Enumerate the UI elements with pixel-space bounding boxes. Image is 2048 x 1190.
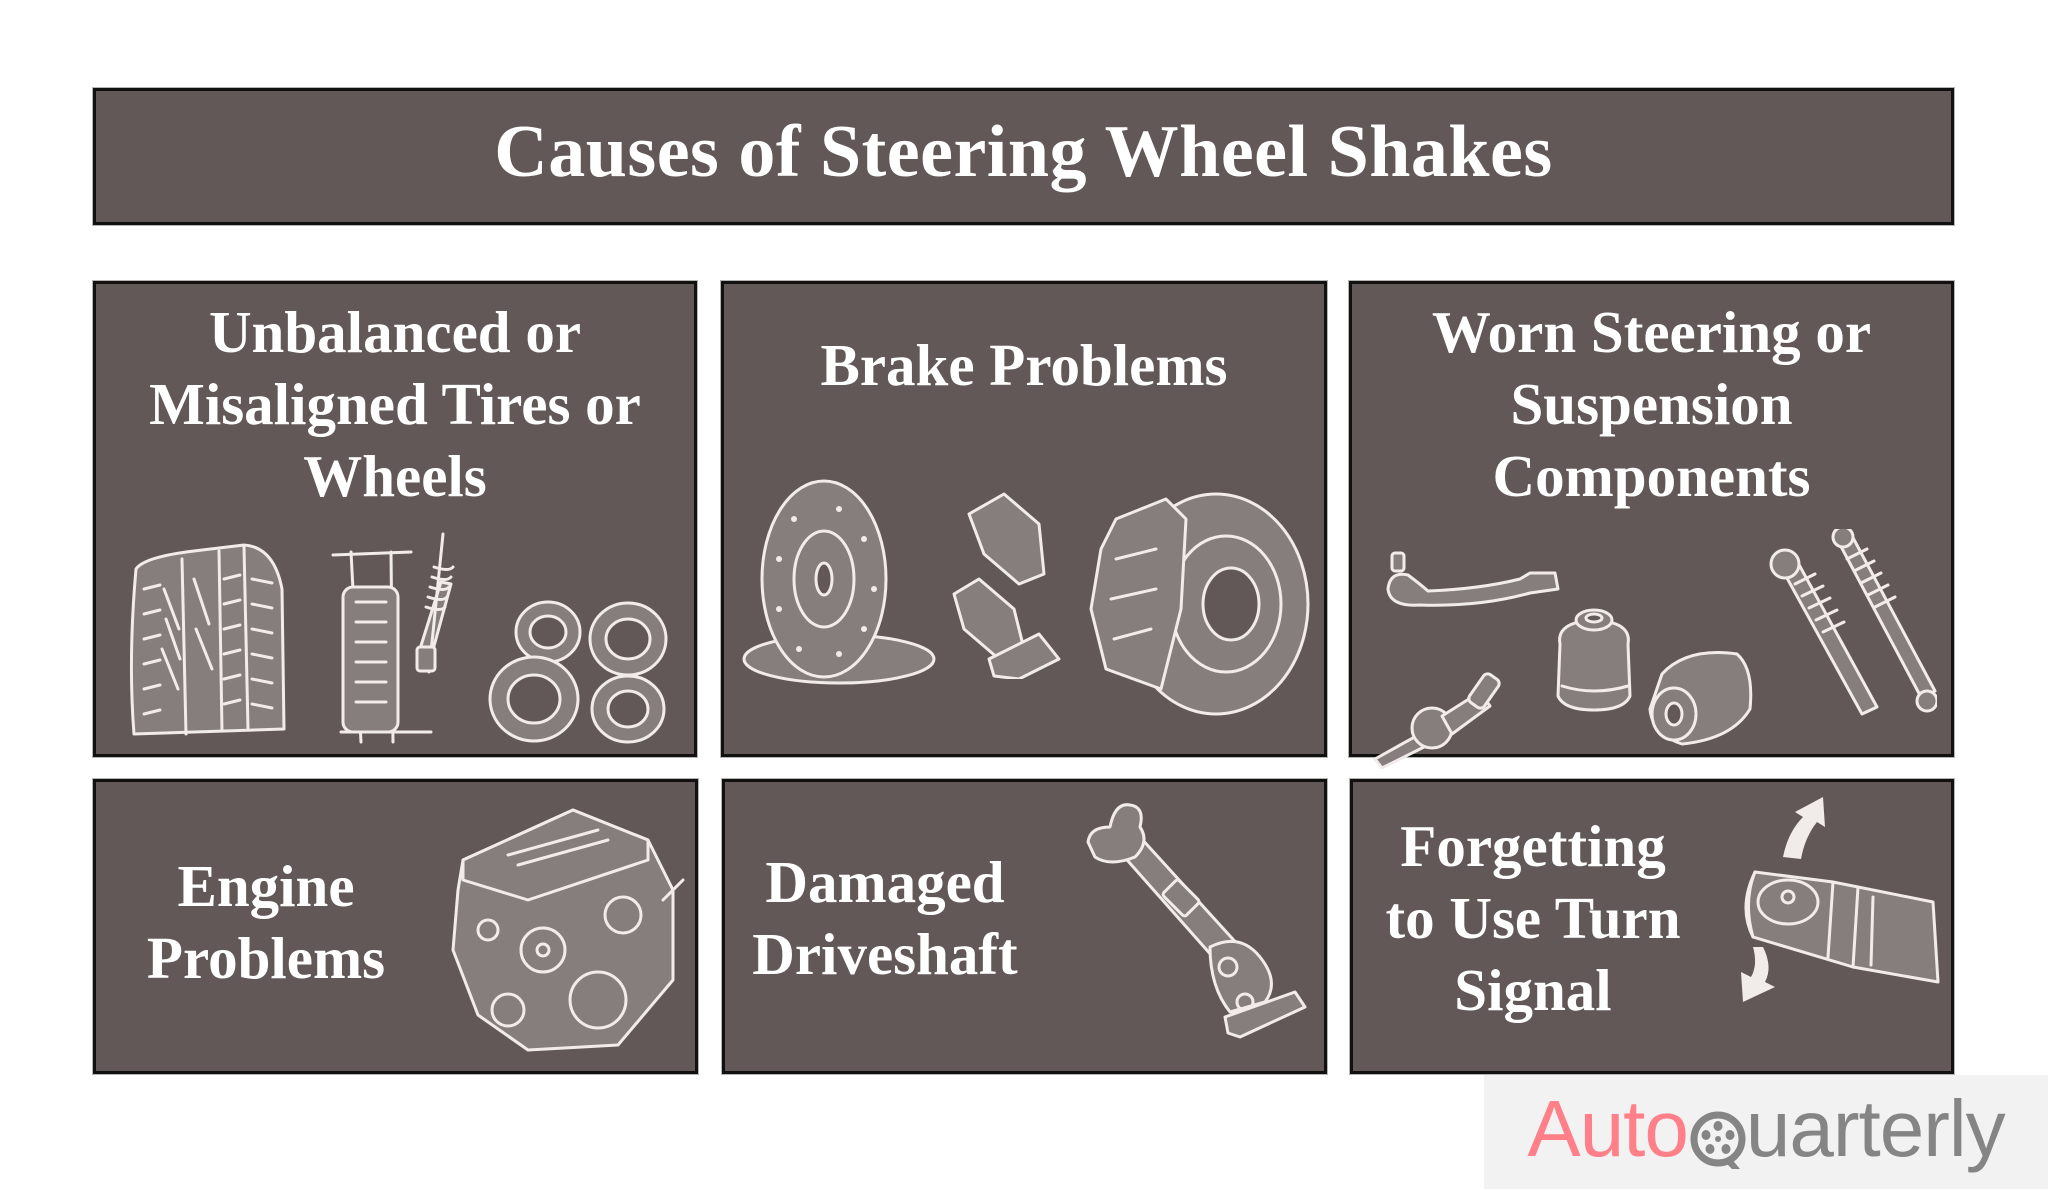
turn-signal-stalk-icon [1733,797,1943,1007]
wheel-bearings-icon [488,594,683,744]
cause-card-brakes: Brake Problems [720,280,1328,758]
cause-title: Engine Problems [146,853,386,991]
brake-rotor-icon [739,479,939,694]
brake-caliper-icon [1086,489,1311,719]
cause-card-driveshaft: Damaged Driveshaft [721,778,1328,1075]
cause-title: Worn Steering or Suspension Components [1431,299,1872,509]
cause-card-tires-wheels: Unbalanced or Misaligned Tires or Wheels [92,280,698,758]
page-title: Causes of Steering Wheel Shakes [494,111,1553,193]
autoquarterly-logo: Auto uarterly [1484,1075,2048,1189]
driveshaft-icon [1080,797,1315,1042]
logo-auto-text: Auto [1527,1084,1689,1173]
cause-card-engine: Engine Problems [92,778,699,1075]
cause-title: Forgetting to Use Turn Signal [1385,813,1681,1023]
cause-title: Unbalanced or Misaligned Tires or Wheels [149,299,641,509]
logo-quarterly-text: uarterly [1745,1084,2006,1173]
ball-joint-icon [1370,664,1510,769]
cause-title: Brake Problems [820,332,1228,398]
control-arm-bushing-icon [1642,639,1757,749]
cause-title: Damaged Driveshaft [752,849,1018,987]
shock-absorber-icon [1767,529,1937,729]
engine-icon [448,800,688,1055]
wheel-alignment-icon [331,532,471,747]
tire-icon [124,539,294,739]
brake-pads-icon [949,484,1074,679]
cause-card-turn-signal: Forgetting to Use Turn Signal [1349,778,1955,1075]
wheel-q-icon [1690,1098,1746,1169]
bushing-icon [1552,604,1637,714]
tie-rod-end-icon [1380,549,1565,624]
cause-card-steering-suspension: Worn Steering or Suspension Components [1348,280,1955,769]
title-banner: Causes of Steering Wheel Shakes [92,87,1955,226]
